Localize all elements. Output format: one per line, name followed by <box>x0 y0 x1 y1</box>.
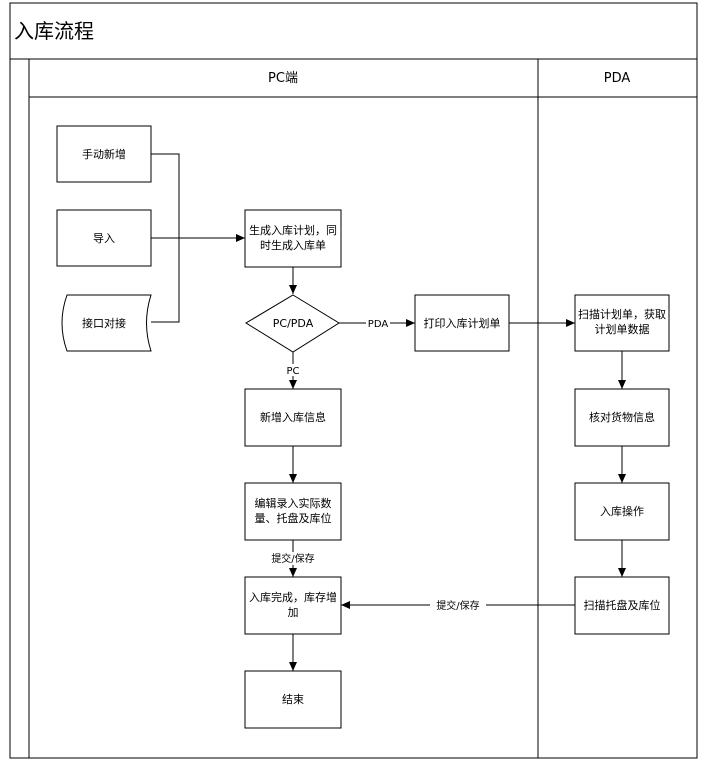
edge-submit-1-bg <box>264 552 322 565</box>
svg-text:核对货物信息: 核对货物信息 <box>589 410 655 424</box>
node-inbound-operation: 入库操作 <box>574 482 670 541</box>
svg-text:结束: 结束 <box>282 693 304 706</box>
pool-frame <box>9 2 698 759</box>
node-verify-goods: 核对货物信息 <box>574 388 670 447</box>
edge-submit-save-label-2: 提交/保存 <box>436 599 479 612</box>
node-scan-plan: 扫描计划单，获取 计划单数据 <box>574 294 670 352</box>
svg-text:新增入库信息: 新增入库信息 <box>260 410 326 424</box>
edge-pda-label-bg <box>366 316 390 329</box>
edge-pc-label-bg <box>284 364 302 376</box>
node-print-plan: 打印入库计划单 <box>414 294 510 352</box>
lane-pda-label: PDA <box>604 71 631 86</box>
edge-submit-2-bg <box>430 598 486 611</box>
node-interface: 接口对接 <box>61 294 152 352</box>
svg-text:导入: 导入 <box>93 232 115 245</box>
svg-text:加: 加 <box>288 606 299 619</box>
edge-manual-to-merge <box>151 153 180 238</box>
svg-text:PC/PDA: PC/PDA <box>273 317 314 330</box>
svg-text:入库完成，库存增: 入库完成，库存增 <box>249 590 337 604</box>
svg-text:扫描托盘及库位: 扫描托盘及库位 <box>584 598 661 612</box>
svg-text:量、托盘及库位: 量、托盘及库位 <box>255 511 332 525</box>
svg-text:手动新增: 手动新增 <box>82 147 126 161</box>
svg-text:接口对接: 接口对接 <box>82 316 126 330</box>
edge-pc-label: PC <box>286 366 299 377</box>
edge-interface-to-merge <box>151 238 180 323</box>
node-import: 导入 <box>56 209 152 267</box>
node-edit-entry: 编辑录入实际数 量、托盘及库位 <box>244 482 342 541</box>
svg-text:打印入库计划单: 打印入库计划单 <box>424 316 501 330</box>
node-generate-plan: 生成入库计划，同 时生成入库单 <box>244 209 342 268</box>
node-manual-add: 手动新增 <box>56 125 152 183</box>
edge-submit-save-label-1: 提交/保存 <box>271 552 314 565</box>
node-end: 结束 <box>244 670 342 729</box>
svg-text:计划单数据: 计划单数据 <box>595 322 650 336</box>
edge-pda-label: PDA <box>368 319 389 330</box>
node-new-inbound-info: 新增入库信息 <box>244 388 342 447</box>
diagram-title: 入库流程 <box>14 19 94 43</box>
svg-text:生成入库计划，同: 生成入库计划，同 <box>249 223 337 237</box>
svg-text:编辑录入实际数: 编辑录入实际数 <box>255 496 332 510</box>
svg-text:时生成入库单: 时生成入库单 <box>260 238 326 252</box>
node-inbound-complete: 入库完成，库存增 加 <box>244 576 342 635</box>
svg-text:扫描计划单，获取: 扫描计划单，获取 <box>578 307 666 321</box>
node-scan-pallet: 扫描托盘及库位 <box>574 576 670 635</box>
svg-text:入库操作: 入库操作 <box>600 504 644 518</box>
node-decision: PC/PDA <box>245 294 340 353</box>
lane-pc-label: PC端 <box>268 71 298 86</box>
